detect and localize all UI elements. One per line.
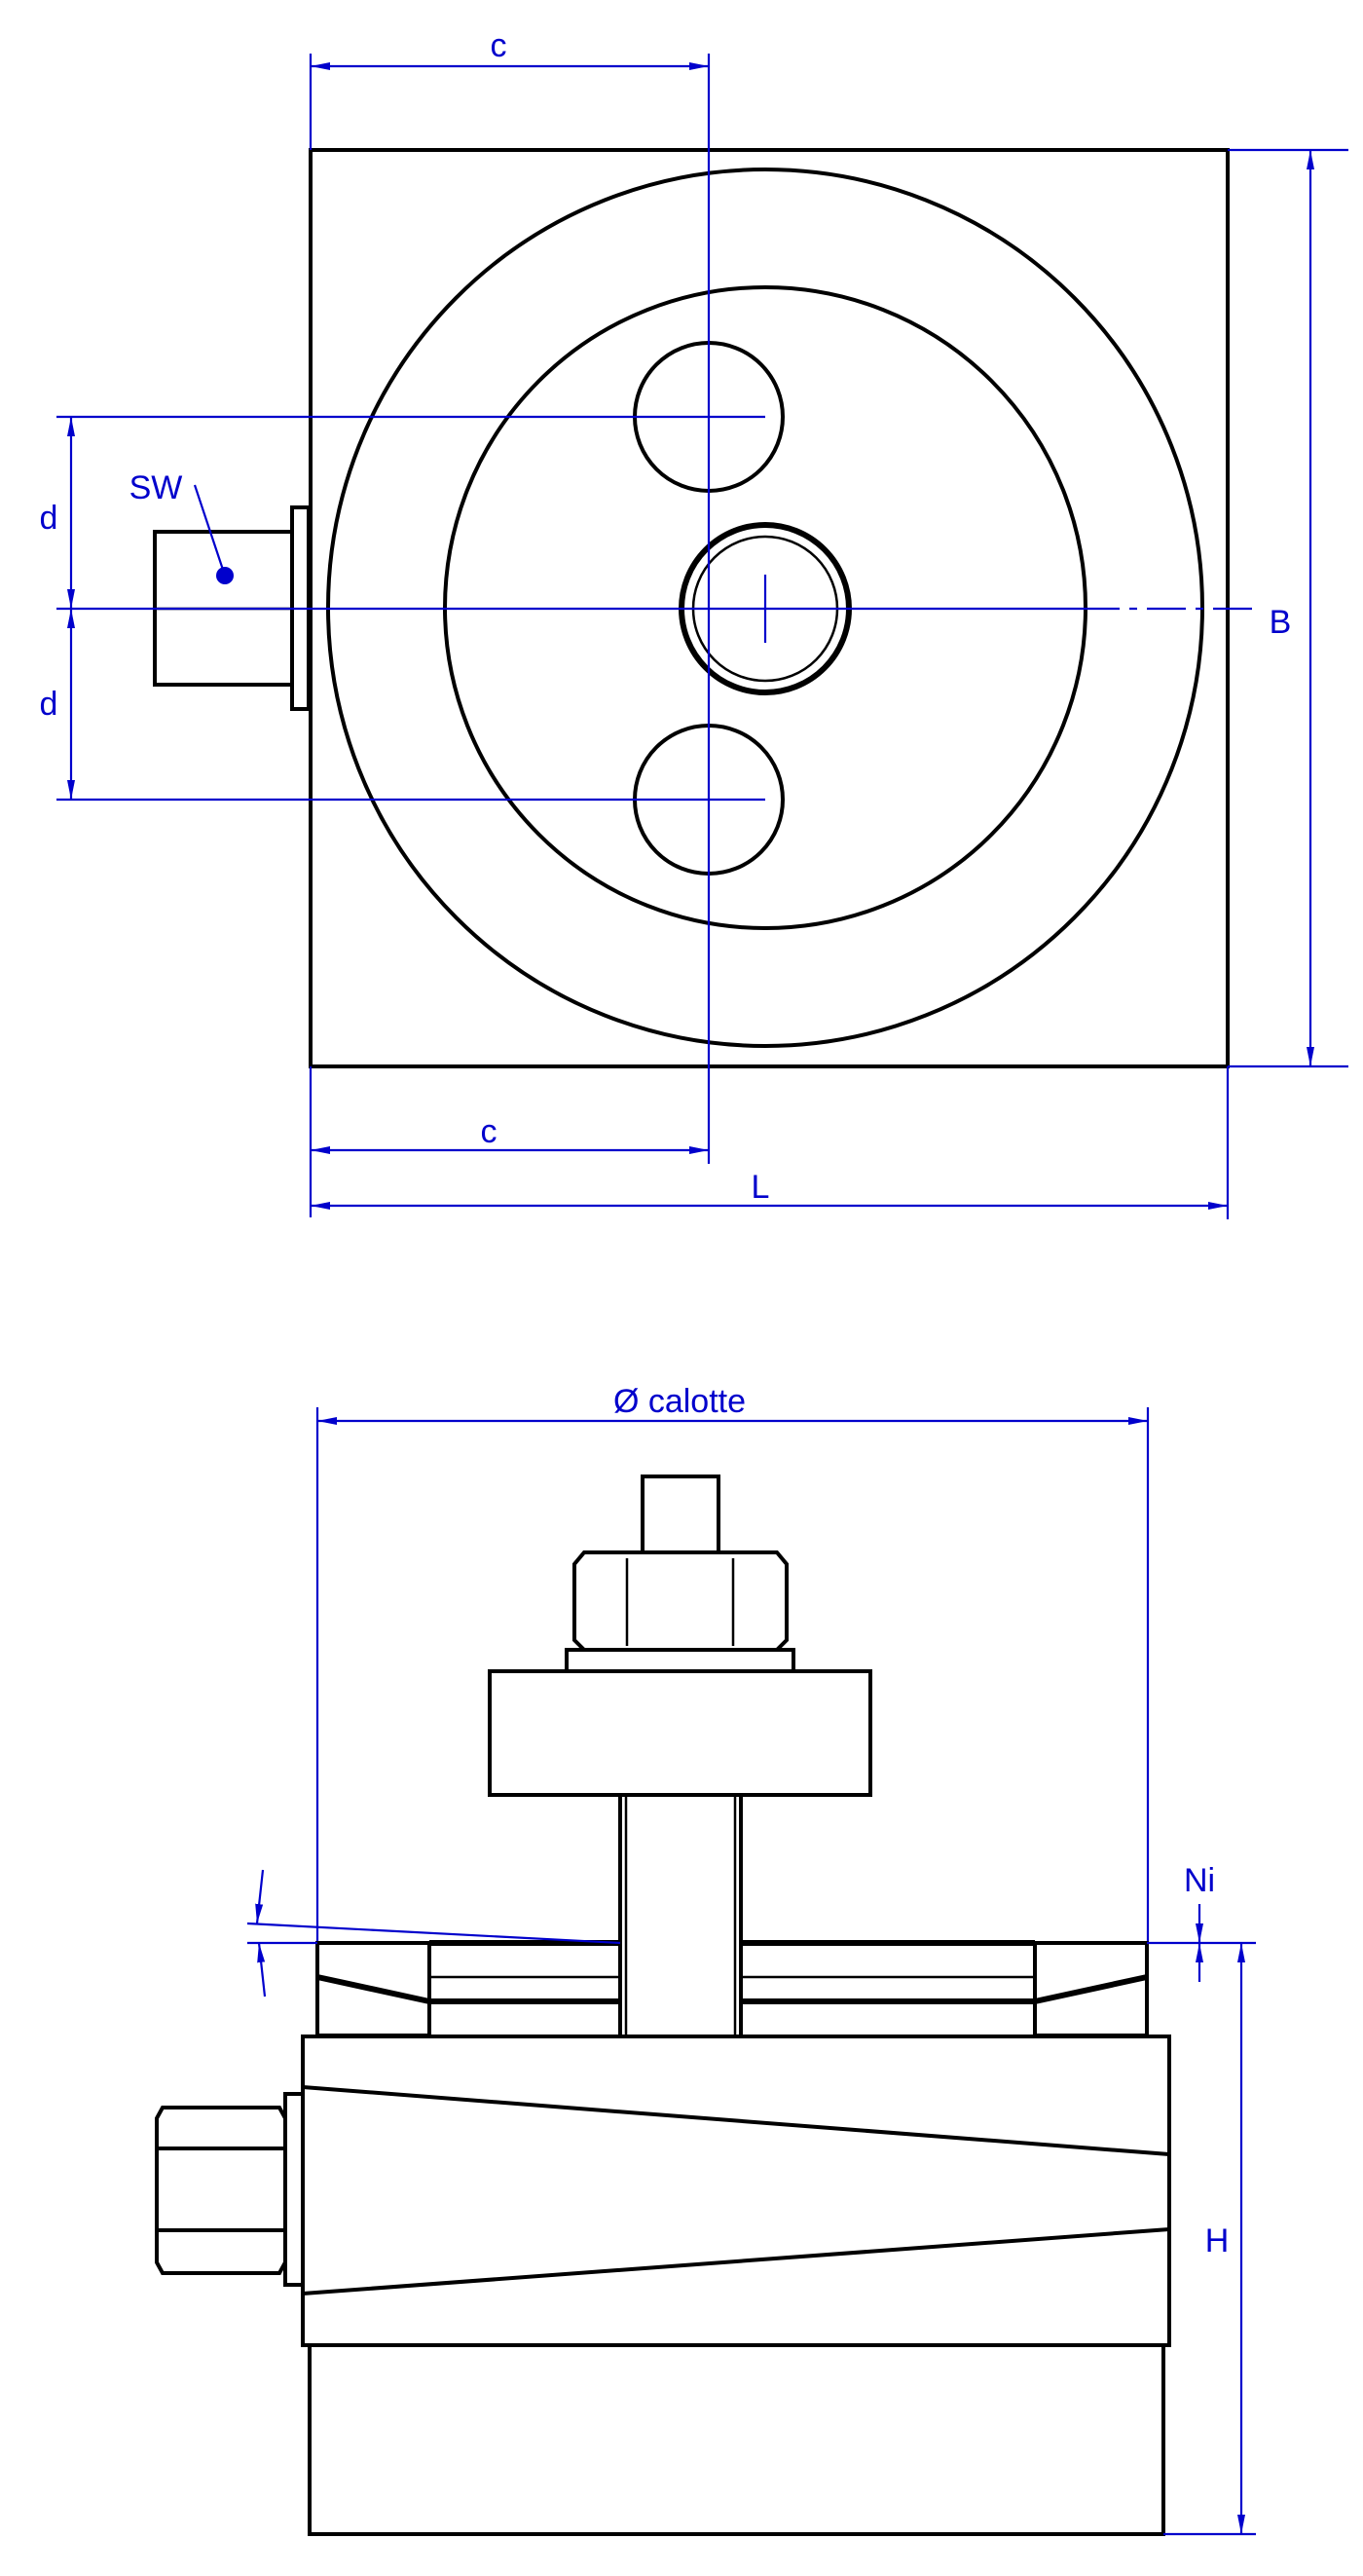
base-block: [308, 2343, 1165, 2536]
wedge-body: [301, 2035, 1171, 2347]
calotte-label: Ø calotte: [613, 1383, 746, 1420]
l-label: L: [752, 1169, 770, 1206]
d-lower-label: d: [40, 686, 58, 723]
pressure-pad: [488, 1669, 872, 1797]
sw-label: SW: [129, 469, 183, 506]
h-label: H: [1205, 2222, 1230, 2259]
adjusting-nut: [155, 2106, 287, 2275]
bolt-end: [641, 1475, 720, 1554]
side-view: Ø calotte Ni H: [155, 1383, 1256, 2536]
adjusting-washer: [283, 2092, 305, 2287]
top-view: c d d SW B c L: [40, 27, 1348, 1219]
d-upper-label: d: [40, 500, 58, 537]
c-top-label: c: [491, 27, 507, 64]
b-label: B: [1270, 604, 1292, 641]
sw-leader-dot: [216, 567, 234, 584]
top-washer: [565, 1648, 795, 1673]
c-bottom-label: c: [481, 1113, 497, 1150]
ni-label: Ni: [1184, 1862, 1215, 1899]
tilt-angle-line: [246, 1922, 621, 1945]
top-nut: [572, 1550, 789, 1652]
